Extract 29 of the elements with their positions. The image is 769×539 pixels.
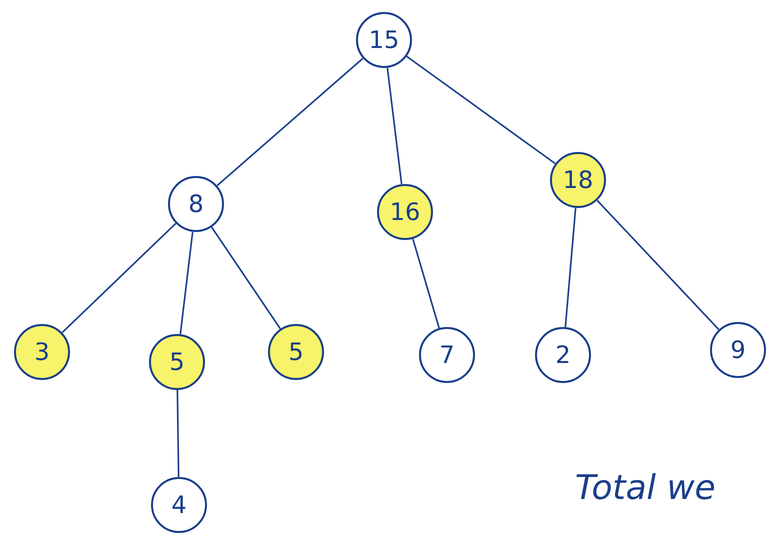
node-value: 4 (171, 491, 187, 519)
tree-edge (386, 68, 402, 184)
tree-edge (406, 56, 556, 164)
tree-node-circle (151, 477, 207, 533)
tree-node-circle (550, 152, 606, 208)
node-value: 9 (730, 336, 746, 364)
tree-node-circle (419, 327, 475, 383)
node-value: 15 (368, 26, 400, 54)
tree-edge (211, 226, 281, 330)
node-value: 7 (439, 341, 455, 369)
tree-edge (176, 390, 180, 478)
tree-edge (412, 238, 440, 328)
tree-edge (596, 200, 720, 330)
node-value: 18 (562, 166, 594, 194)
tree-node-circle (356, 12, 412, 68)
tree-edge (180, 232, 194, 334)
tree-edge (62, 222, 176, 334)
node-value: 2 (555, 341, 571, 369)
node-value: 8 (188, 190, 204, 218)
tree-edge (216, 58, 364, 186)
tree-node-circle (535, 327, 591, 383)
node-value: 16 (390, 198, 420, 226)
tree-edge (564, 208, 576, 328)
note-text: Total we (575, 468, 716, 508)
node-value: 5 (288, 338, 304, 366)
node-value: 5 (169, 348, 185, 376)
tree-node-circle (168, 176, 224, 232)
tree-node-circle (710, 322, 766, 378)
node-value: 3 (34, 338, 50, 366)
